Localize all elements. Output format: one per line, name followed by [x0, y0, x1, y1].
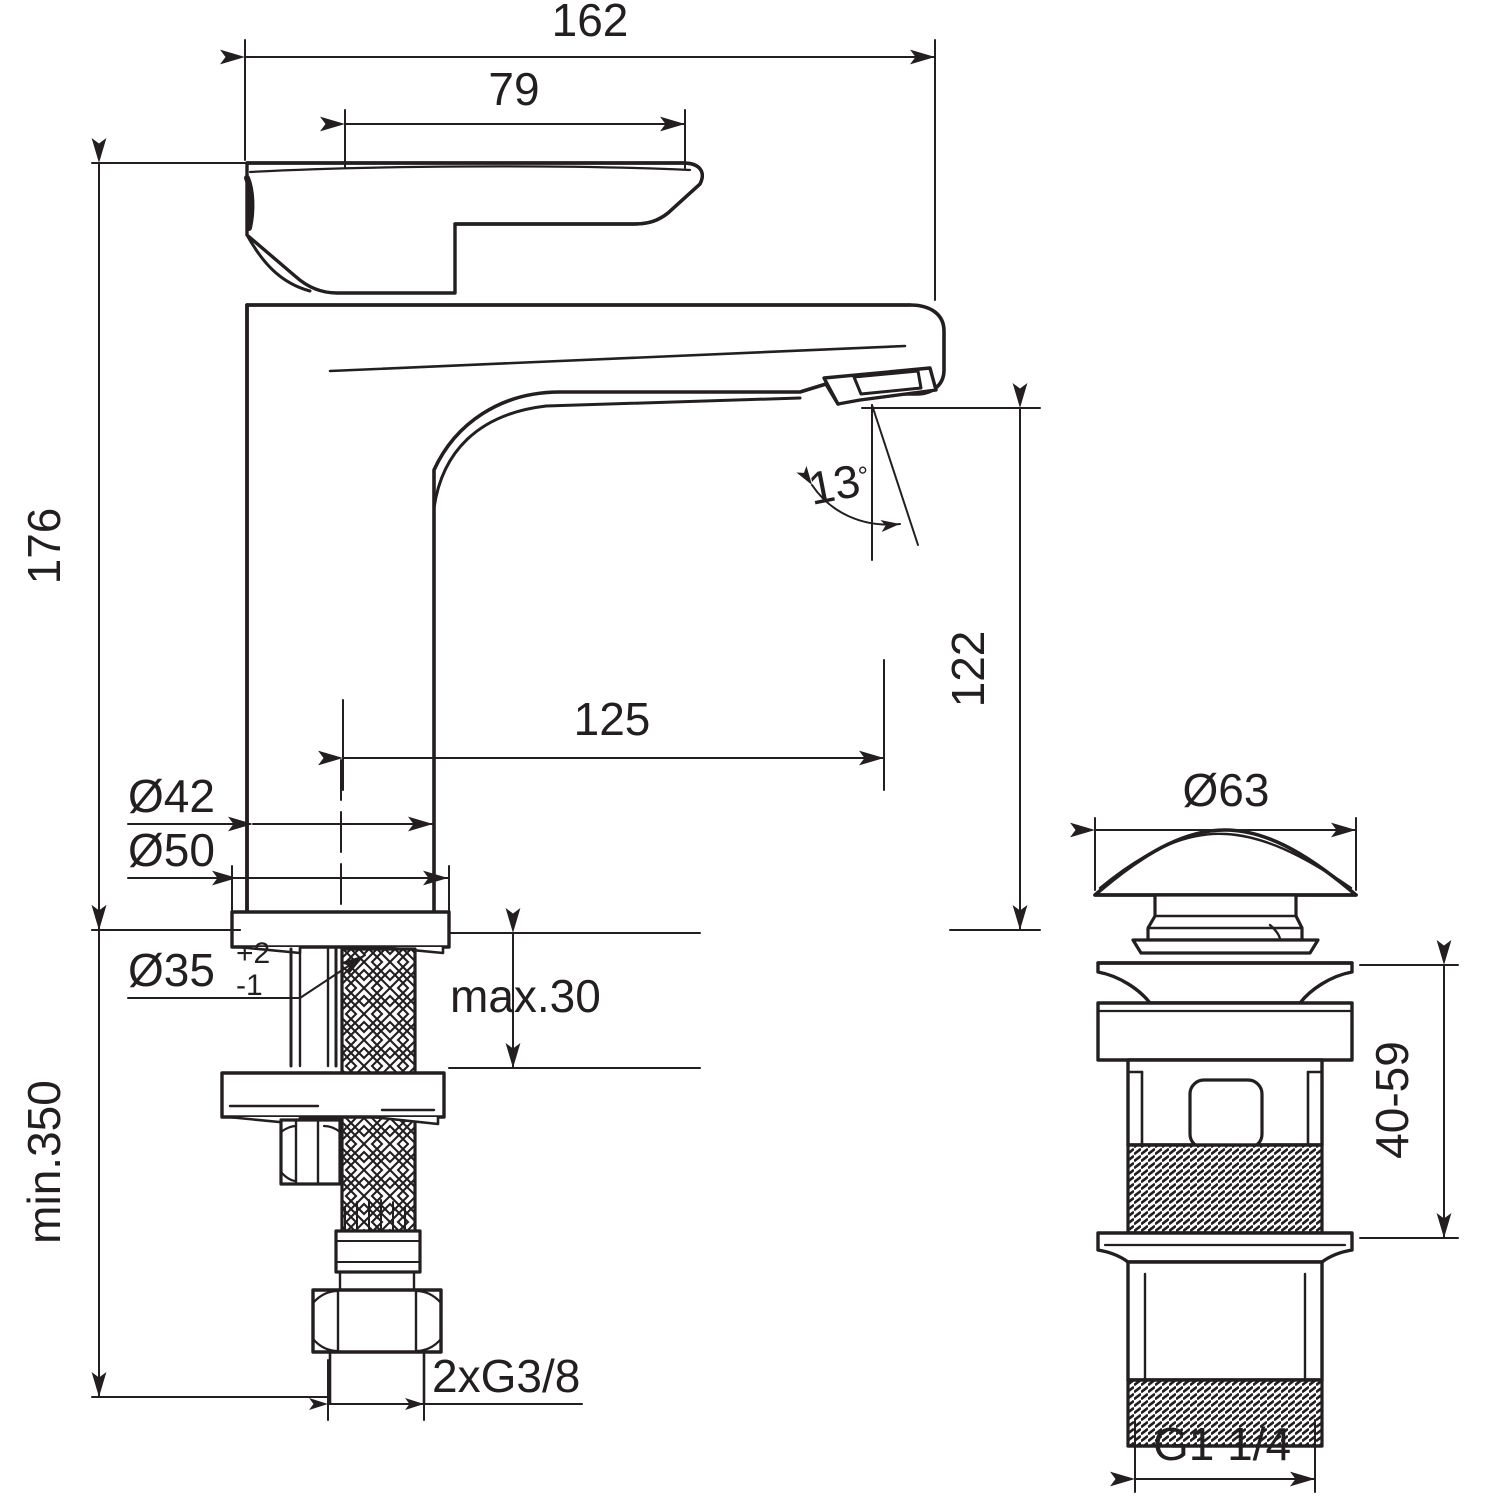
dim-d63 [1070, 817, 1357, 891]
dim-d50 [127, 865, 450, 913]
dim-label-g114: G1 1/4 [1153, 1418, 1291, 1470]
dim-label-max30: max.30 [450, 970, 601, 1022]
dim-label-d35-tol-upper: +2 [236, 937, 270, 970]
dim-13-degree [796, 404, 919, 561]
dim-label-min350: min.350 [18, 1080, 70, 1244]
dim-label-13-degree: 13° [804, 452, 874, 515]
dim-79 [320, 109, 686, 169]
dim-label-g38: 2xG3/8 [432, 1350, 580, 1402]
dim-d35-leader [127, 954, 366, 999]
dim-label-79: 79 [488, 63, 539, 115]
dim-label-d35: Ø35 [128, 944, 215, 996]
dim-label-d63: Ø63 [1183, 764, 1270, 816]
dim-label-d35-tol-lower: -1 [236, 969, 263, 1002]
dim-125 [318, 659, 885, 791]
dim-min350 [91, 905, 331, 1398]
faucet-outline [244, 161, 946, 919]
waste-valve-outline [1093, 828, 1358, 1448]
dim-label-176: 176 [18, 508, 70, 585]
dim-g38 [309, 1359, 583, 1421]
dim-label-d50: Ø50 [128, 824, 215, 876]
dim-label-162: 162 [552, 0, 629, 46]
dim-g114 [1110, 1419, 1316, 1493]
dim-max30 [448, 908, 701, 1069]
mounting-stud-and-hose [220, 947, 446, 1405]
dim-label-125: 125 [574, 693, 651, 745]
dim-label-40-59: 40-59 [1366, 1041, 1418, 1159]
dim-162 [220, 39, 936, 301]
dim-label-d42: Ø42 [128, 770, 215, 822]
dim-122 [861, 383, 1041, 931]
dim-40-59 [1359, 940, 1459, 1239]
dim-label-122: 122 [942, 631, 994, 708]
